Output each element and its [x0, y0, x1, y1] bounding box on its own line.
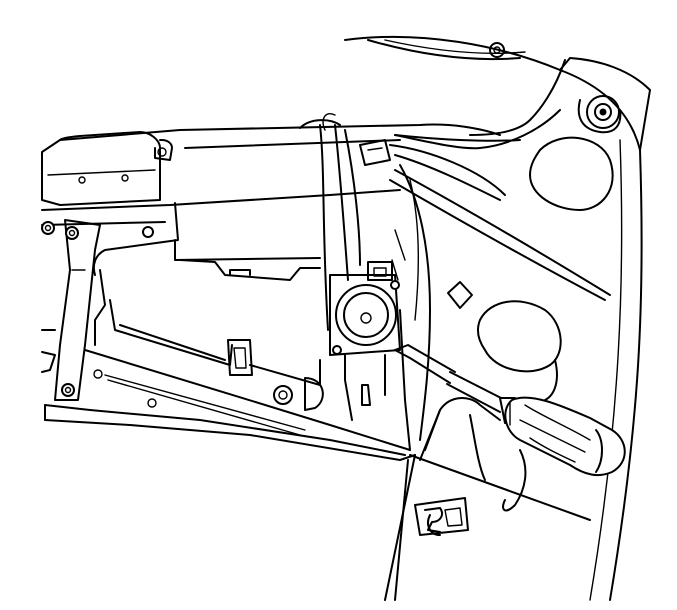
- lower-door-panel: [384, 359, 591, 601]
- body-panel-outline: [344, 35, 651, 601]
- instrument-panel-carrier: [41, 123, 501, 461]
- speaker: [329, 261, 401, 421]
- screwdriver: [394, 344, 626, 477]
- wiring-harness: [299, 113, 611, 331]
- grommet-upper: [577, 95, 622, 134]
- fastener-bolt-top: [489, 42, 505, 58]
- panel-cutout-upper: [529, 136, 614, 211]
- retaining-clip: [414, 497, 469, 536]
